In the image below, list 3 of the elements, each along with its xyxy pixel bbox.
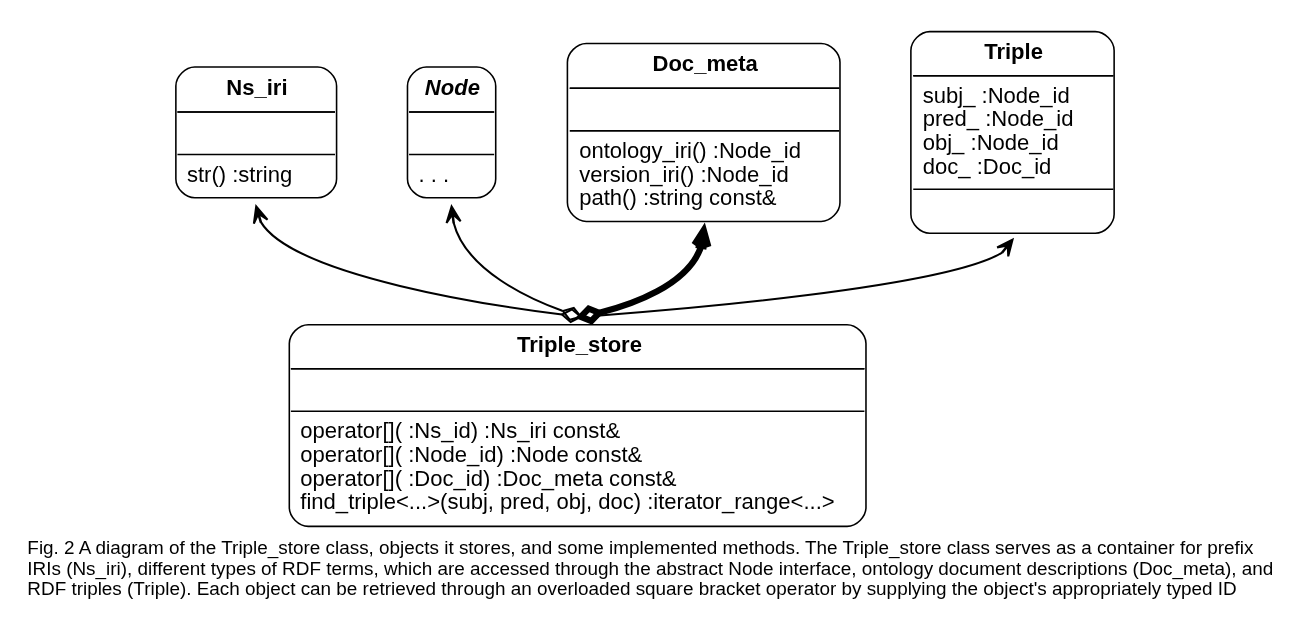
caption: Fig. 2 A diagram of the Triple_store class, objects it stores, and some implemented methods. The Triple_store class serves as a container for prefix IRIs (Ns_iri), different types of RDF terms, which are accessed through the abstract Node interface, ontology document descriptions (Doc_meta), and RDF triples (Triple). Each object can be retrieved through an overloaded square bracket operator by supplying the object's appropriately typed ID	[27, 537, 1274, 600]
arrow	[252, 205, 583, 324]
arrow	[445, 205, 583, 322]
